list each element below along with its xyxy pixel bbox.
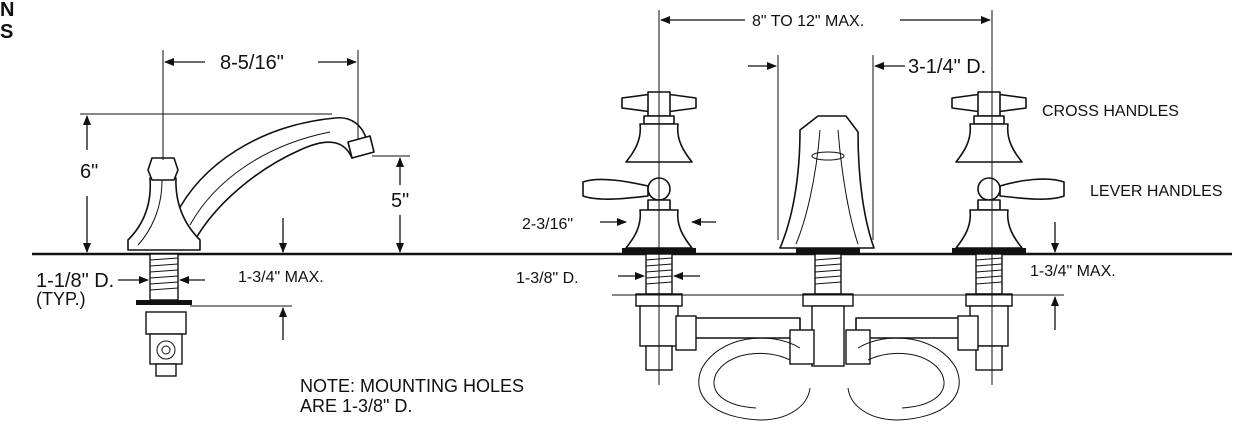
spout-height-dimension: 6" bbox=[80, 161, 98, 183]
spout-base-diameter-dimension: 3-1/4" D. bbox=[908, 56, 986, 78]
widespread-shank-diameter-dimension: 1-3/8" D. bbox=[516, 270, 579, 287]
cross-handles-label: CROSS HANDLES bbox=[1042, 103, 1179, 120]
spout-shank-diameter-dimension: 1-1/8" D. bbox=[36, 270, 114, 292]
lever-handles-label: LEVER HANDLES bbox=[1090, 183, 1223, 200]
spout-outlet-height-dimension: 5" bbox=[391, 190, 409, 212]
spout-reach-dimension: 8-5/16" bbox=[220, 52, 284, 74]
section-header-line1: N bbox=[0, 0, 14, 21]
widespread-max-deck-thickness-dimension: 1-3/4" MAX. bbox=[1030, 263, 1116, 280]
mounting-holes-note-line2: ARE 1-3/8" D. bbox=[300, 396, 412, 416]
widespread-faucet: 8" TO 12" MAX. 3-1/4" D. CROSS HANDLES L… bbox=[516, 10, 1223, 421]
handle-escutcheon-dimension: 2-3/16" bbox=[522, 216, 573, 233]
section-header-line2: S bbox=[0, 21, 13, 43]
single-spout-faucet: 8-5/16" 6" 5" 1-1/8" D. (TYP.) 1-3/4" MA… bbox=[36, 50, 410, 377]
handle-spread-dimension: 8" TO 12" MAX. bbox=[752, 13, 864, 30]
spout-max-deck-thickness-dimension: 1-3/4" MAX. bbox=[238, 269, 324, 286]
mounting-holes-note-line1: NOTE: MOUNTING HOLES bbox=[300, 376, 524, 396]
spout-shank-typical-note: (TYP.) bbox=[36, 289, 86, 309]
